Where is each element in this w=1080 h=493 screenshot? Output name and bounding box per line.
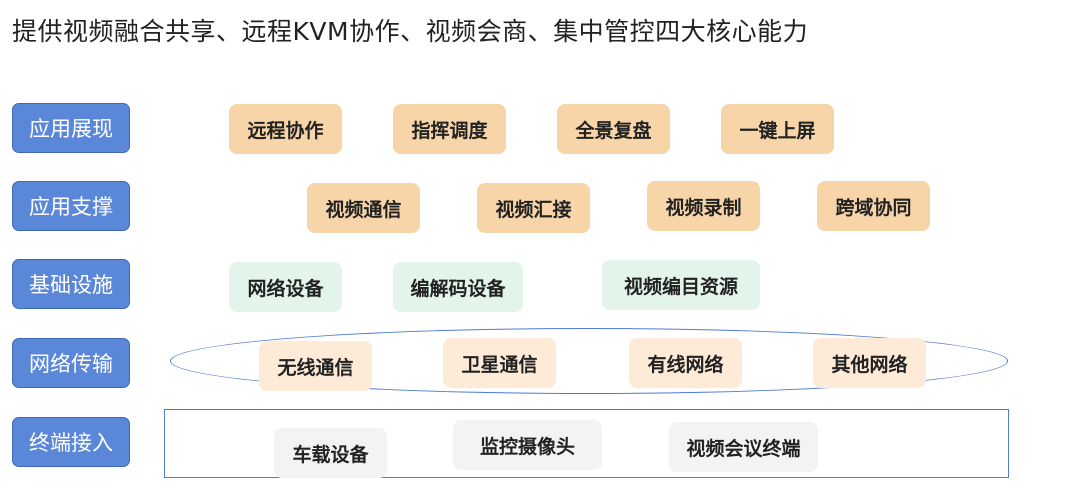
infrastructure-box: 视频编目资源 (602, 260, 760, 310)
network-box: 无线通信 (259, 341, 372, 391)
terminal-box: 视频会议终端 (669, 422, 818, 472)
capability-box: 视频通信 (307, 183, 420, 233)
capability-box: 远程协作 (229, 104, 342, 154)
network-ellipse-outline (170, 328, 1008, 394)
layer-label-app-support: 应用支撑 (12, 181, 130, 231)
page-title: 提供视频融合共享、远程KVM协作、视频会商、集中管控四大核心能力 (12, 17, 809, 46)
network-box: 有线网络 (629, 338, 742, 388)
terminal-rect-outline (164, 409, 1009, 478)
terminal-box: 监控摄像头 (453, 420, 602, 470)
infrastructure-box: 编解码设备 (393, 262, 523, 312)
network-box: 卫星通信 (443, 338, 556, 388)
capability-box: 指挥调度 (393, 104, 506, 154)
capability-box: 全景复盘 (557, 104, 670, 154)
infrastructure-box: 网络设备 (229, 262, 342, 312)
layer-label-infrastructure: 基础设施 (12, 259, 130, 309)
capability-box: 视频汇接 (477, 183, 590, 233)
capability-box: 跨域协同 (817, 181, 930, 231)
layer-label-app-presentation: 应用展现 (12, 103, 130, 153)
network-box: 其他网络 (813, 338, 926, 388)
layer-label-network-transport: 网络传输 (12, 338, 130, 388)
terminal-box: 车载设备 (274, 428, 387, 478)
layer-label-terminal-access: 终端接入 (12, 417, 130, 467)
capability-box: 视频录制 (647, 181, 760, 231)
capability-box: 一键上屏 (721, 104, 834, 154)
